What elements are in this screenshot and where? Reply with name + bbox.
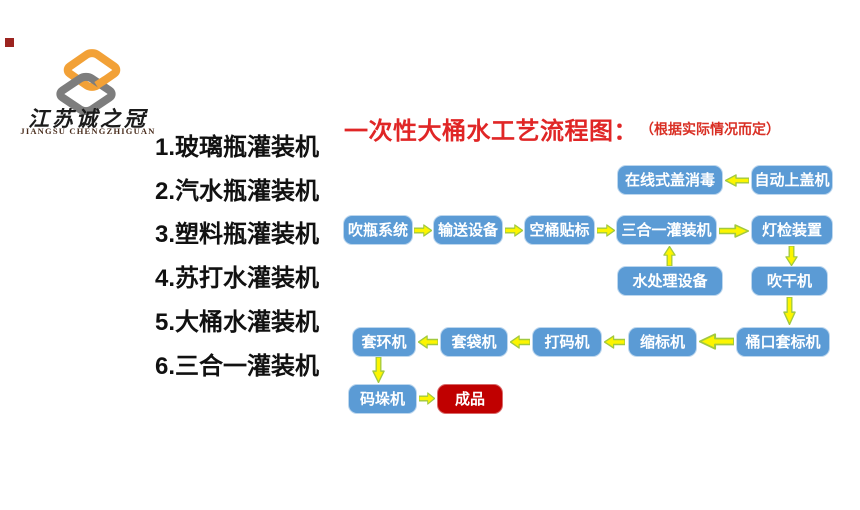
- flow-arrow-left-icon: [604, 335, 625, 349]
- flowchart-title-note: （根据实际情况而定）: [640, 120, 780, 137]
- flow-node-ring-machine: 套环机: [352, 327, 416, 357]
- flow-node-palletizer: 码垛机: [348, 384, 417, 414]
- flow-arrow-right-icon: [414, 224, 432, 237]
- list-item: 5.大桶水灌装机: [155, 308, 320, 336]
- flow-arrow-right-icon: [719, 224, 749, 238]
- flow-arrow-left-icon: [699, 333, 734, 350]
- list-item: 6.三合一灌装机: [155, 352, 320, 380]
- flowchart-title: 一次性大桶水工艺流程图： （根据实际情况而定）: [344, 111, 780, 146]
- flow-node-conveyor-equipment: 输送设备: [433, 215, 503, 245]
- flow-node-shrink-label-machine: 缩标机: [628, 327, 697, 357]
- flow-node-three-in-one-filler: 三合一灌装机: [616, 215, 717, 245]
- flow-arrow-right-icon: [505, 224, 523, 237]
- list-item: 4.苏打水灌装机: [155, 265, 320, 293]
- flow-node-empty-barrel-labeling: 空桶贴标: [524, 215, 595, 245]
- flow-arrow-left-icon: [725, 174, 749, 187]
- flow-arrow-left-icon: [418, 335, 438, 349]
- flow-node-auto-capper: 自动上盖机: [751, 165, 833, 195]
- flow-arrow-up-icon: [663, 246, 676, 266]
- company-name-en: JIANGSU CHENGZHIGUAN: [20, 126, 156, 136]
- flow-node-light-inspection: 灯检装置: [751, 215, 833, 245]
- flow-arrow-left-icon: [510, 335, 530, 349]
- company-name-cn: 江苏诚之冠: [28, 106, 148, 131]
- flow-arrow-down-icon: [785, 246, 798, 266]
- product-list: 1.玻璃瓶灌装机 2.汽水瓶灌装机 3.塑料瓶灌装机 4.苏打水灌装机 5.大桶…: [155, 126, 319, 388]
- flow-arrow-down-icon: [783, 297, 796, 325]
- corner-red-square: [5, 38, 14, 47]
- flowchart-title-main: 一次性大桶水工艺流程图：: [344, 118, 638, 145]
- flow-node-blow-bottle-system: 吹瓶系统: [343, 215, 413, 245]
- flow-node-coding-machine: 打码机: [532, 327, 602, 357]
- flow-arrow-right-icon: [597, 224, 615, 237]
- list-item: 1.玻璃瓶灌装机: [155, 134, 320, 161]
- flow-node-barrel-mouth-labeler: 桶口套标机: [736, 327, 830, 357]
- flow-node-water-treatment: 水处理设备: [617, 266, 723, 296]
- company-logo-icon: [28, 44, 140, 124]
- flow-node-online-cap-sterilizer: 在线式盖消毒: [617, 165, 723, 195]
- flow-arrow-right-icon: [419, 392, 435, 405]
- flow-node-blow-dryer: 吹干机: [751, 266, 828, 296]
- list-item: 2.汽水瓶灌装机: [155, 177, 320, 205]
- flow-arrow-down-icon: [372, 357, 385, 383]
- flow-node-bagging-machine: 套袋机: [440, 327, 508, 357]
- flow-node-finished-product: 成品: [437, 384, 503, 414]
- list-item: 3.塑料瓶灌装机: [155, 221, 320, 249]
